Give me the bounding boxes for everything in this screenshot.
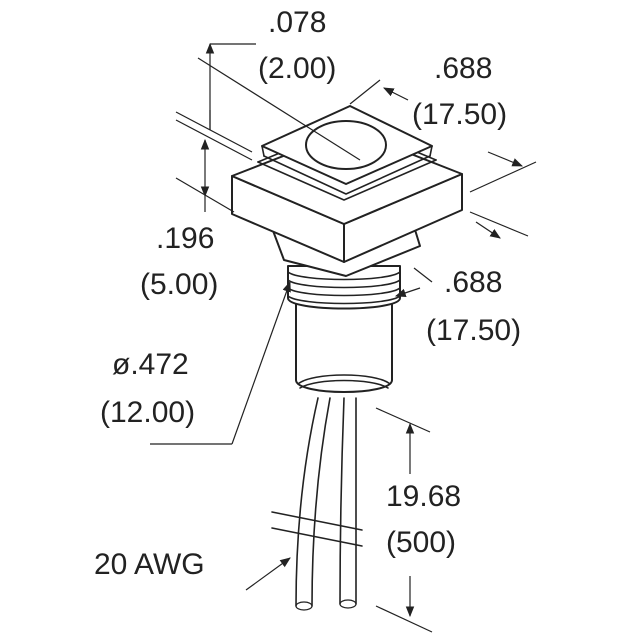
label-lead-length-inch: 19.68 [386, 480, 461, 513]
label-button-height-inch: .078 [268, 6, 326, 39]
dim-lead-length [375, 407, 433, 633]
label-width-side-inch: .688 [444, 266, 502, 299]
dim-diameter [150, 280, 291, 445]
lead-wires [271, 397, 363, 611]
label-width-side-mm: (17.50) [426, 314, 521, 347]
label-diameter-mm: (12.00) [100, 396, 195, 429]
square-bezel [231, 105, 463, 277]
label-diameter-inch: ø.472 [112, 348, 189, 381]
switch-housing [295, 299, 393, 393]
label-button-height-mm: (2.00) [258, 52, 336, 85]
label-wire-gauge: 20 AWG [94, 548, 205, 581]
label-lead-length-mm: (500) [386, 526, 456, 559]
dim-wire-gauge [245, 557, 291, 591]
label-width-top-mm: (17.50) [412, 98, 507, 131]
label-bezel-height-inch: .196 [156, 222, 214, 255]
dim-bezel-height [175, 138, 235, 213]
dim-width-side [394, 211, 529, 298]
dim-width-top [349, 79, 537, 193]
label-bezel-height-mm: (5.00) [140, 268, 218, 301]
threaded-bushing [287, 265, 401, 310]
label-width-top-inch: .688 [434, 52, 492, 85]
dim-button-height [175, 42, 361, 161]
